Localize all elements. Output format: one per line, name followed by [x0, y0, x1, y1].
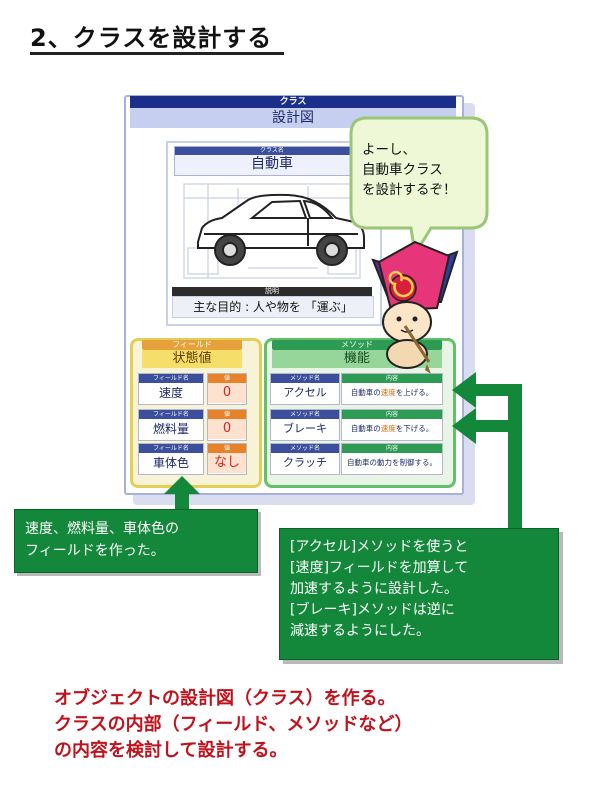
- note-line: [アクセル]メソッドを使うと: [290, 539, 469, 555]
- method-row-content: 内容 自動車の速度を上げる。: [341, 373, 443, 405]
- method-content-label: 内容: [342, 444, 442, 453]
- method-name-label: メソッド名: [271, 410, 339, 419]
- field-panel-header: フィールド: [142, 340, 242, 350]
- blueprint-header: クラス: [130, 96, 456, 108]
- field-panel-title: 状態値: [142, 350, 242, 368]
- method-row-name: メソッド名 アクセル: [270, 373, 340, 405]
- field-name-label: フィールド名: [139, 374, 203, 383]
- field-value-label: 値: [208, 444, 246, 453]
- class-name-value: 自動車: [251, 156, 293, 172]
- bracket-top: [476, 384, 522, 396]
- car-drawing-icon: [183, 183, 365, 279]
- field-value: なし: [208, 453, 246, 473]
- description-label: 説明: [172, 287, 372, 296]
- method-name-label: メソッド名: [271, 444, 339, 453]
- speech-bubble-text: よーし、 自動車クラス を設計するぞ！: [362, 140, 480, 200]
- method-row-name: メソッド名 クラッチ: [270, 443, 340, 475]
- field-row-value: 値 0: [207, 409, 247, 441]
- method-row-content: 内容 自動車の動力を制御する。: [341, 443, 443, 475]
- bracket-bottom: [476, 420, 522, 432]
- method-name-value: アクセル: [283, 386, 327, 399]
- method-content-label: 内容: [342, 410, 442, 419]
- field-row-value: 値 0: [207, 373, 247, 405]
- field-name-value: 車体色: [152, 456, 189, 470]
- speech-line: を設計するぞ！: [362, 182, 457, 198]
- method-name-value: ブレーキ: [283, 422, 327, 435]
- method-row-content: 内容 自動車の速度を下げる。: [341, 409, 443, 441]
- speech-line: よーし、: [362, 142, 416, 158]
- method-name-label: メソッド名: [271, 374, 339, 383]
- note-line: [ブレーキ]メソッドは逆に: [290, 602, 455, 618]
- bracket-vertical: [508, 384, 522, 530]
- field-value: 0: [208, 419, 246, 439]
- field-name-value: 燃料量: [152, 422, 189, 436]
- method-content-value: 自動車の動力を制御する。: [347, 458, 437, 467]
- field-row-name: フィールド名 燃料量: [138, 409, 204, 441]
- field-note-callout: 速度、燃料量、車体色の フィールドを作った。: [14, 509, 258, 573]
- footer-line: クラスの内部（フィールド、メソッドなど）: [54, 714, 413, 735]
- field-name-label: フィールド名: [139, 410, 203, 419]
- note-line: 速度、燃料量、車体色の: [25, 521, 179, 537]
- speech-line: 自動車クラス: [362, 162, 443, 178]
- field-name-value: 速度: [158, 386, 183, 400]
- speech-bubble-and-mascot-icon: [349, 116, 489, 374]
- note-line: フィールドを作った。: [25, 543, 165, 559]
- field-value: 0: [208, 383, 246, 403]
- method-row-name: メソッド名 ブレーキ: [270, 409, 340, 441]
- page-title: 2、クラスを設計する: [30, 24, 273, 52]
- method-panel-header: メソッド: [272, 340, 442, 350]
- note-line: [速度]フィールドを加算して: [290, 560, 469, 576]
- class-name-label: クラス名: [175, 147, 369, 155]
- method-note-callout: [アクセル]メソッドを使うと [速度]フィールドを加算して 加速するように設計し…: [279, 528, 559, 660]
- note-line: 減速するようにした。: [290, 623, 430, 639]
- method-content-value: 自動車の速度を上げる。: [350, 388, 434, 397]
- field-value-label: 値: [208, 410, 246, 419]
- footer-line: の内容を検討して設計する。: [54, 740, 288, 761]
- description-value: 主な目的 : 人や物を 「運ぶ」: [172, 296, 374, 318]
- field-row-value: 値 なし: [207, 443, 247, 475]
- title-underline: [30, 52, 284, 55]
- method-name-value: クラッチ: [283, 456, 327, 469]
- field-value-label: 値: [208, 374, 246, 383]
- footer-summary: オブジェクトの設計図（クラス）を作る。 クラスの内部（フィールド、メソッドなど）…: [54, 686, 574, 764]
- note-line: 加速するように設計した。: [290, 581, 458, 597]
- method-content-value: 自動車の速度を下げる。: [350, 424, 434, 433]
- field-row-name: フィールド名 速度: [138, 373, 204, 405]
- method-content-label: 内容: [342, 374, 442, 383]
- footer-line: オブジェクトの設計図（クラス）を作る。: [54, 688, 396, 709]
- field-row-name: フィールド名 車体色: [138, 443, 204, 475]
- field-name-label: フィールド名: [139, 444, 203, 453]
